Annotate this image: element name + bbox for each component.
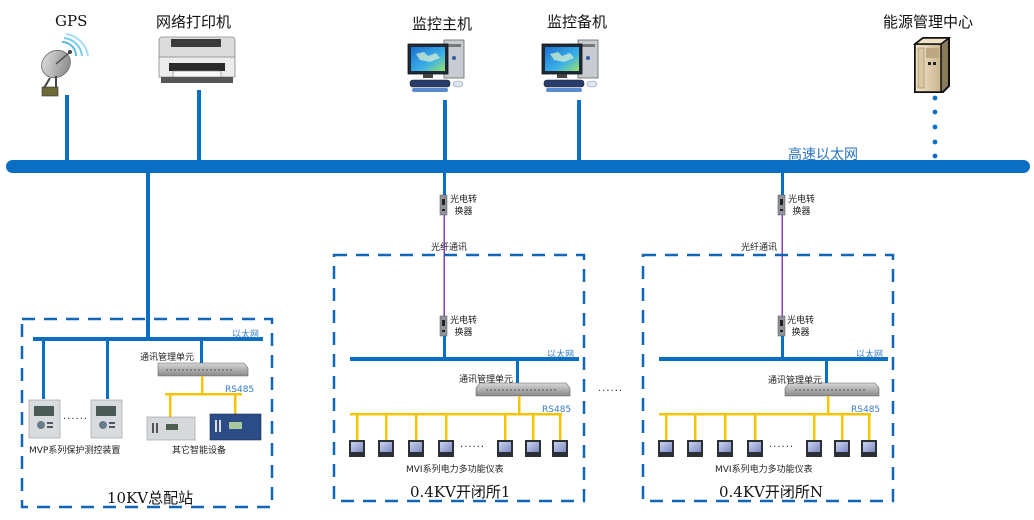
fiber-converter-label: 光电转 换器 [450,194,477,218]
rs485-drop [868,415,871,440]
fiber-converter-label-line1: 光电转 [788,195,816,205]
fiber-converter-icon [439,315,448,337]
rs485-drop [694,415,697,440]
server-cabinet-icon [912,37,952,93]
station-title: 0.4KV开闭所1 [410,483,511,501]
rs485-drop [385,415,388,440]
device-label-energy-center: 能源管理中心 [883,13,974,31]
rs485-drop [356,415,359,440]
rs485-drop [724,415,727,440]
multifunction-meter-icon [687,440,703,457]
fiber-converter-icon [777,194,786,216]
ellipsis: ······ [460,442,486,453]
device-label-gps: GPS [55,12,88,30]
rs485-drop [665,415,668,440]
fiber-converter-label: 光电转 换器 [787,315,814,339]
multifunction-meter-icon [806,440,822,457]
printer-icon [158,36,236,83]
fiber-converter-icon [439,194,448,216]
energy-center-dotted-link [932,95,938,159]
rs485-drop [813,415,816,440]
multifunction-meter-icon [349,440,365,457]
rs485-drop [559,415,562,440]
rs485-drop [504,415,507,440]
rs485-label: RS485 [225,385,255,395]
protection-devices-label: MVP系列保护测控装置 [29,446,121,456]
multifunction-meter-icon [861,440,877,457]
other-devices-label: 其它智能设备 [172,446,227,456]
satellite-dish-icon [41,33,89,97]
desktop-computer-icon [541,39,599,92]
desktop-computer-icon [407,39,465,92]
fiber-converter-icon [777,315,786,337]
rs485-drop [754,415,757,440]
device-label-printer: 网络打印机 [156,13,232,31]
fiber-converter-label: 光电转 换器 [450,315,477,339]
smart-device-icon [209,413,262,441]
between-stations-ellipsis: ······ [598,386,624,397]
ethernet-label: 以太网 [232,330,260,340]
meters-label: MVI系列电力多功能仪表 [715,465,813,475]
protection-device-icon [90,399,123,439]
ethernet-label: 以太网 [547,350,575,360]
multifunction-meter-icon [747,440,763,457]
multifunction-meter-icon [834,440,850,457]
station-04kv-1 [332,173,586,503]
ellipsis: ······ [769,442,795,453]
meter-row [658,415,877,457]
backbone-label: 高速以太网 [788,147,858,163]
fiber-link-label: 光纤通讯 [431,243,468,253]
device-label-monitor-backup: 监控备机 [547,13,608,31]
fiber-converter-label-line2: 换器 [791,328,810,338]
ethernet-label: 以太网 [856,350,884,360]
multifunction-meter-icon [525,440,541,457]
rs485-label: RS485 [542,405,572,415]
comm-unit-label: 通讯管理单元 [459,375,514,385]
fiber-link-label: 光纤通讯 [741,243,778,253]
meters-label: MVI系列电力多功能仪表 [406,465,504,475]
rs485-drop [841,415,844,440]
fiber-converter-label-line1: 光电转 [450,316,478,326]
top-device-links [65,90,581,161]
comm-unit-label: 通讯管理单元 [140,353,195,363]
fiber-converter-label-line2: 换器 [454,207,473,217]
comm-unit-label: 通讯管理单元 [768,376,823,386]
fiber-converter-label-line1: 光电转 [450,195,478,205]
multifunction-meter-icon [378,440,394,457]
station-04kv-n [641,173,895,503]
device-label-monitor-main: 监控主机 [412,15,473,33]
fiber-converter-label-line2: 换器 [792,207,811,217]
smart-device-icon [146,416,196,441]
multifunction-meter-icon [408,440,424,457]
station-title: 0.4KV开闭所N [719,483,824,501]
multifunction-meter-icon [438,440,454,457]
comm-management-unit-icon [157,362,249,377]
fiber-converter-label-line2: 换器 [454,328,473,338]
meter-row [349,415,568,457]
fiber-converter-label: 光电转 换器 [788,194,815,218]
rs485-label: RS485 [851,405,881,415]
ellipsis: ······ [63,414,89,425]
station-title: 10KV总配站 [107,489,194,507]
backbone-ethernet [6,160,1030,173]
rs485-drop [532,415,535,440]
fiber-converter-label-line1: 光电转 [787,316,815,326]
comm-management-unit-icon [784,382,880,397]
rs485-drop [445,415,448,440]
comm-management-unit-icon [475,382,571,397]
multifunction-meter-icon [717,440,733,457]
multifunction-meter-icon [658,440,674,457]
station-10kv [20,173,274,509]
multifunction-meter-icon [552,440,568,457]
protection-device-icon [28,399,61,439]
rs485-drop [415,415,418,440]
multifunction-meter-icon [497,440,513,457]
